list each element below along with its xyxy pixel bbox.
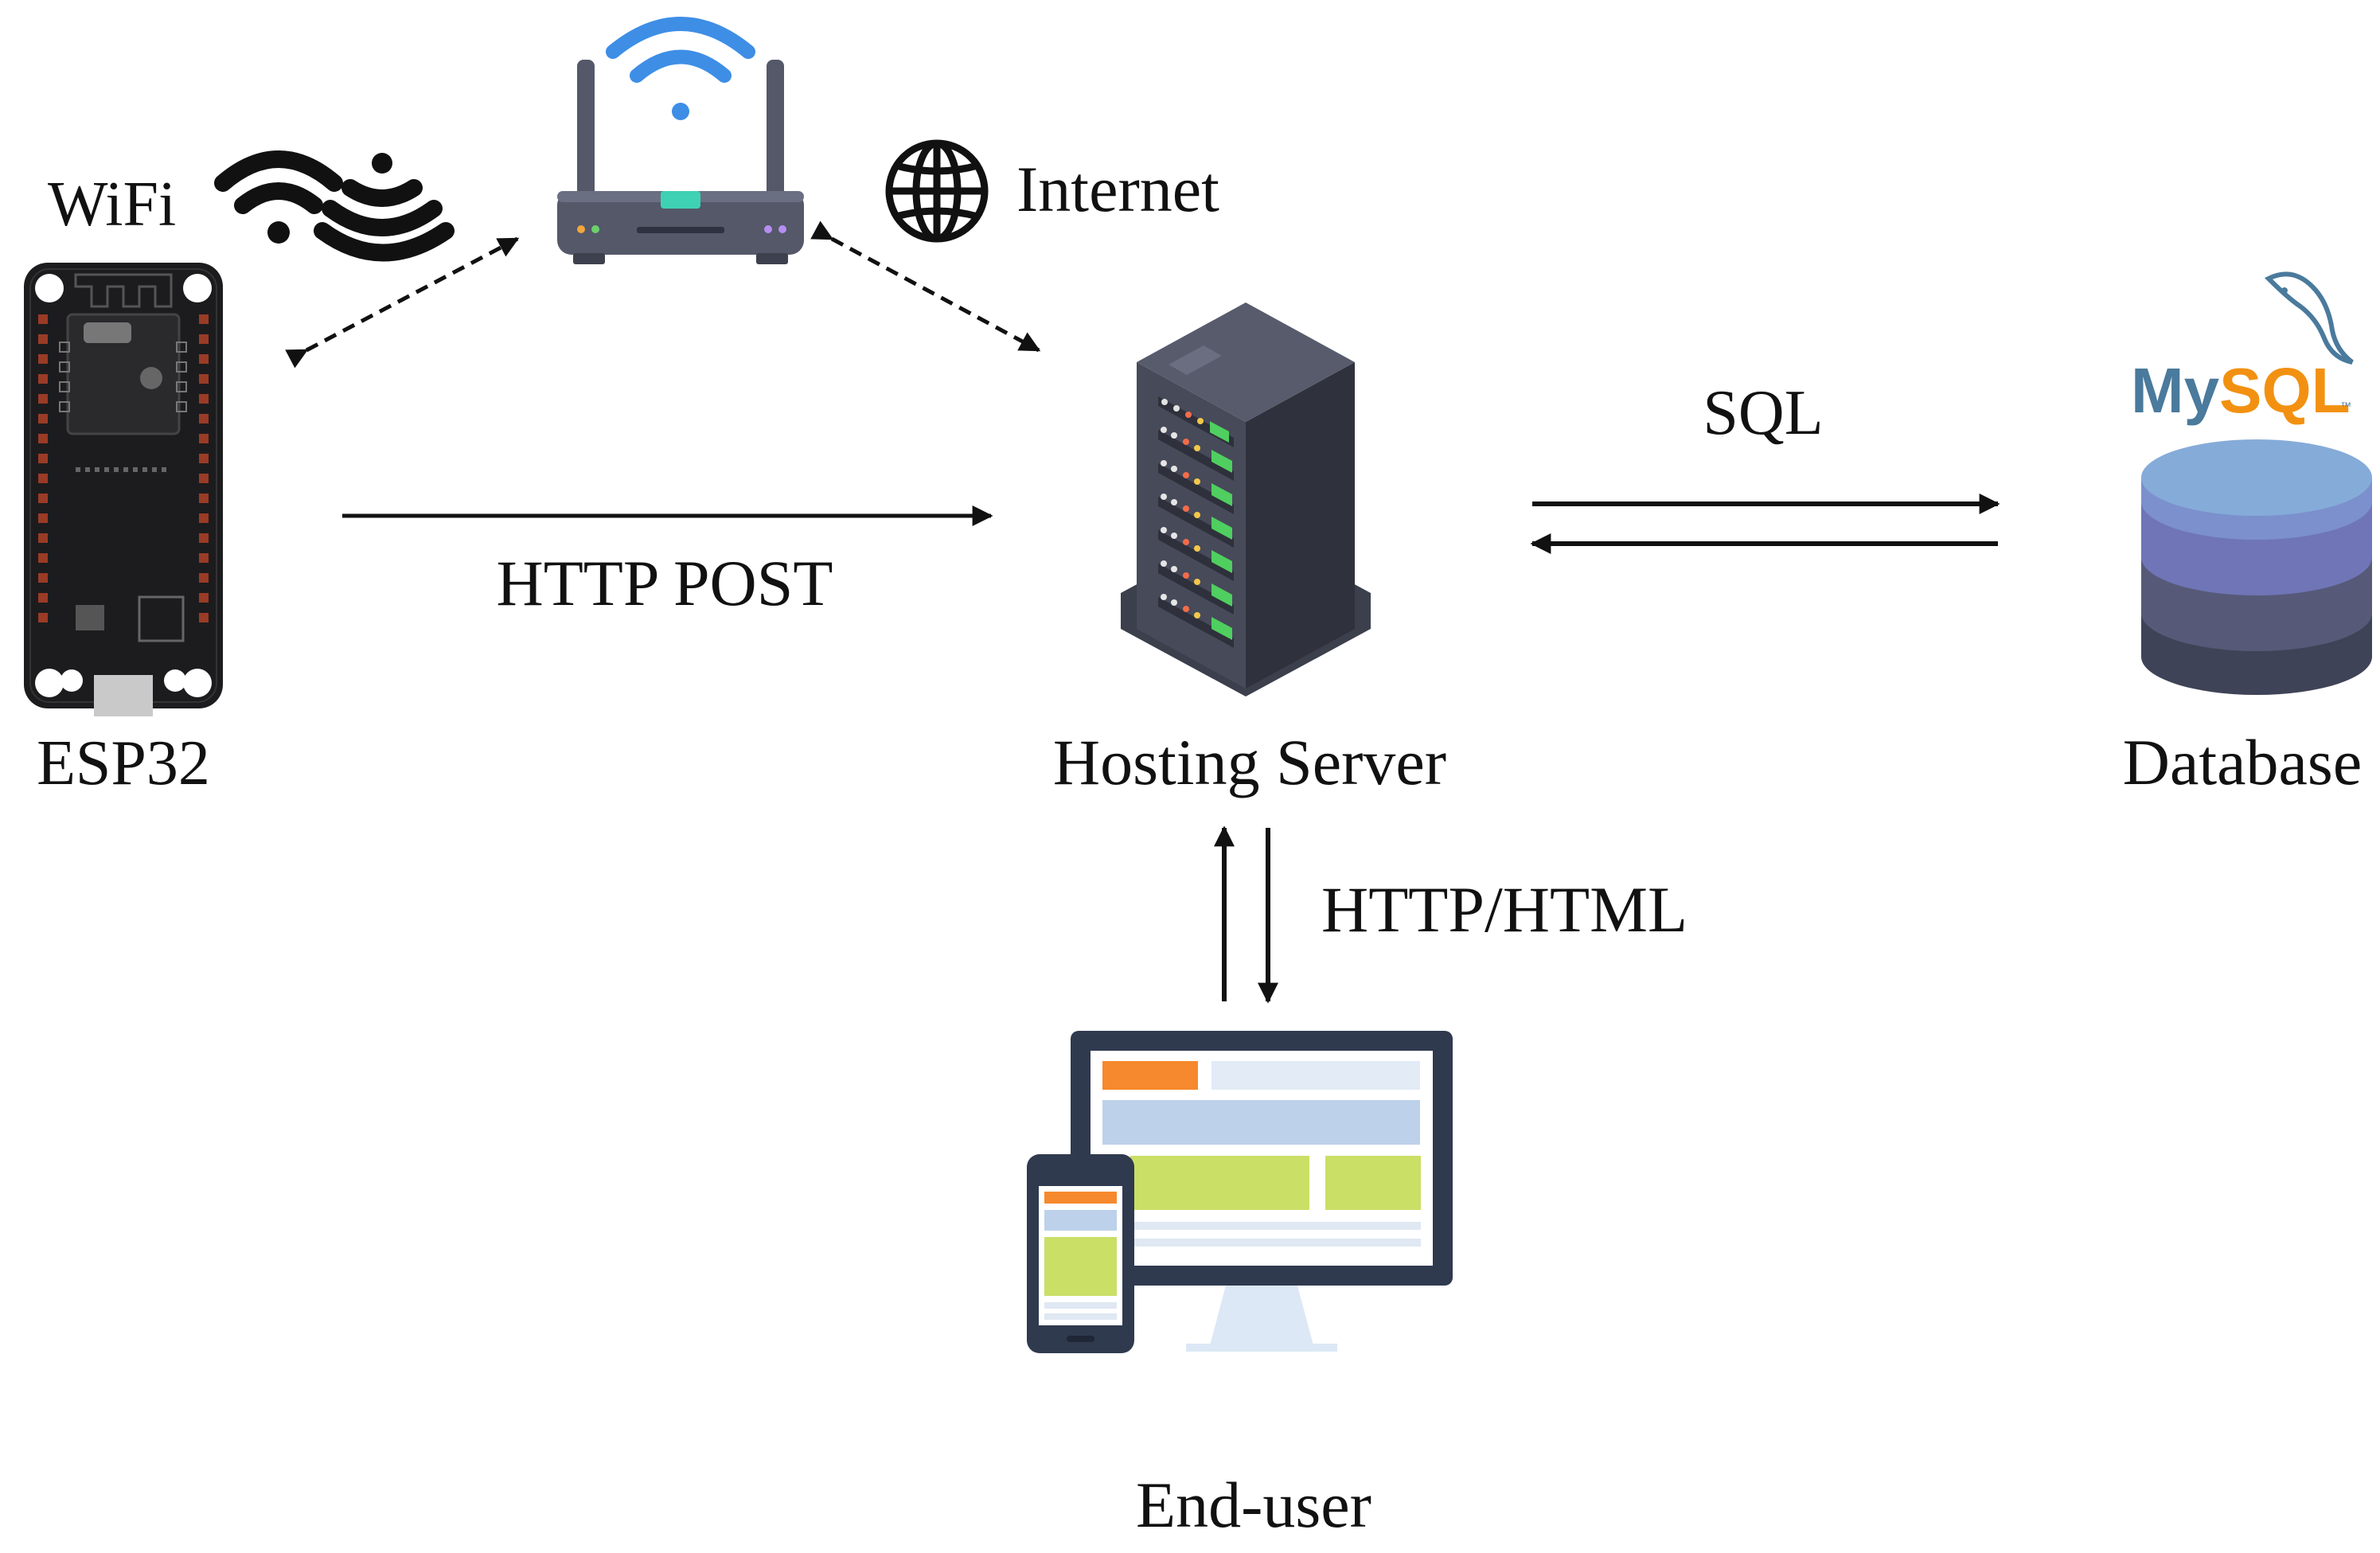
end-user-label: End-user <box>1136 1469 1371 1541</box>
database-cylinder-icon <box>2141 439 2372 695</box>
router-server-link <box>810 220 1041 353</box>
server-tower-icon <box>1121 302 1371 697</box>
sql-label: SQL <box>1703 378 1823 448</box>
http-post-label: HTTP POST <box>497 547 833 619</box>
desktop-and-phone-icon <box>1027 1031 1453 1353</box>
wifi-label: WiFi <box>48 170 176 240</box>
svg-text:™: ™ <box>2340 400 2351 412</box>
esp32-board-icon <box>24 263 223 716</box>
hosting-server-label: Hosting Server <box>1053 726 1446 798</box>
wifi-waves-icon <box>214 150 455 262</box>
esp32-label: ESP32 <box>37 728 210 798</box>
mysql-logo: MySQL ™ <box>2131 271 2354 426</box>
wifi-router-icon <box>557 17 804 264</box>
globe-icon <box>885 139 989 243</box>
http-html-label: HTTP/HTML <box>1321 873 1687 946</box>
svg-text:MySQL: MySQL <box>2131 355 2351 426</box>
server-slots <box>1158 396 1234 648</box>
database-label: Database <box>2123 726 2362 798</box>
esp32-router-link <box>285 236 520 369</box>
internet-label: Internet <box>1016 153 1219 225</box>
server-leds <box>1161 427 1232 640</box>
